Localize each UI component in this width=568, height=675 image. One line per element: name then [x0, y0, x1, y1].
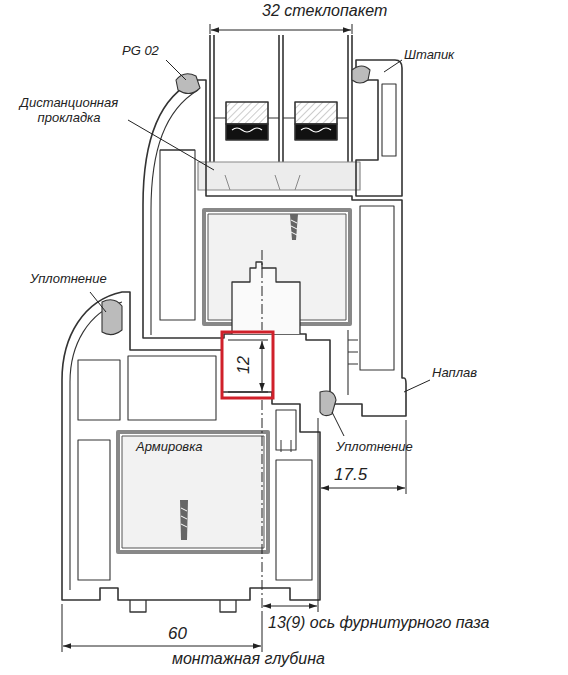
gasket [352, 66, 370, 83]
part-label: Наплав [432, 366, 477, 381]
part-label: Штапик [404, 48, 454, 63]
dimension-lines [62, 24, 430, 652]
sash-profile [143, 80, 406, 416]
distance-pad [198, 162, 360, 190]
gasket-left [102, 300, 122, 335]
part-label: Дистанционная прокладка [10, 96, 128, 126]
highlight-box [222, 332, 273, 398]
gasket-right [320, 391, 336, 416]
part-label: Армировка [136, 440, 203, 455]
dimension-value: 12 [235, 356, 253, 374]
dimension-label: 13(9) ось фурнитурного паза [268, 614, 489, 632]
frame-profile [62, 292, 320, 600]
dimension-value: 17.5 [334, 465, 367, 485]
hardware-groove [232, 262, 300, 334]
dimension-label: 32 стеклопакет [262, 2, 387, 20]
part-label: Уплотнение [30, 272, 107, 287]
dimension-label: монтажная глубина [172, 650, 325, 668]
dimension-value: 60 [168, 624, 187, 644]
part-label: PG 02 [122, 44, 159, 59]
part-label: Уплотнение [336, 440, 413, 455]
gasket-pg02 [176, 74, 200, 94]
